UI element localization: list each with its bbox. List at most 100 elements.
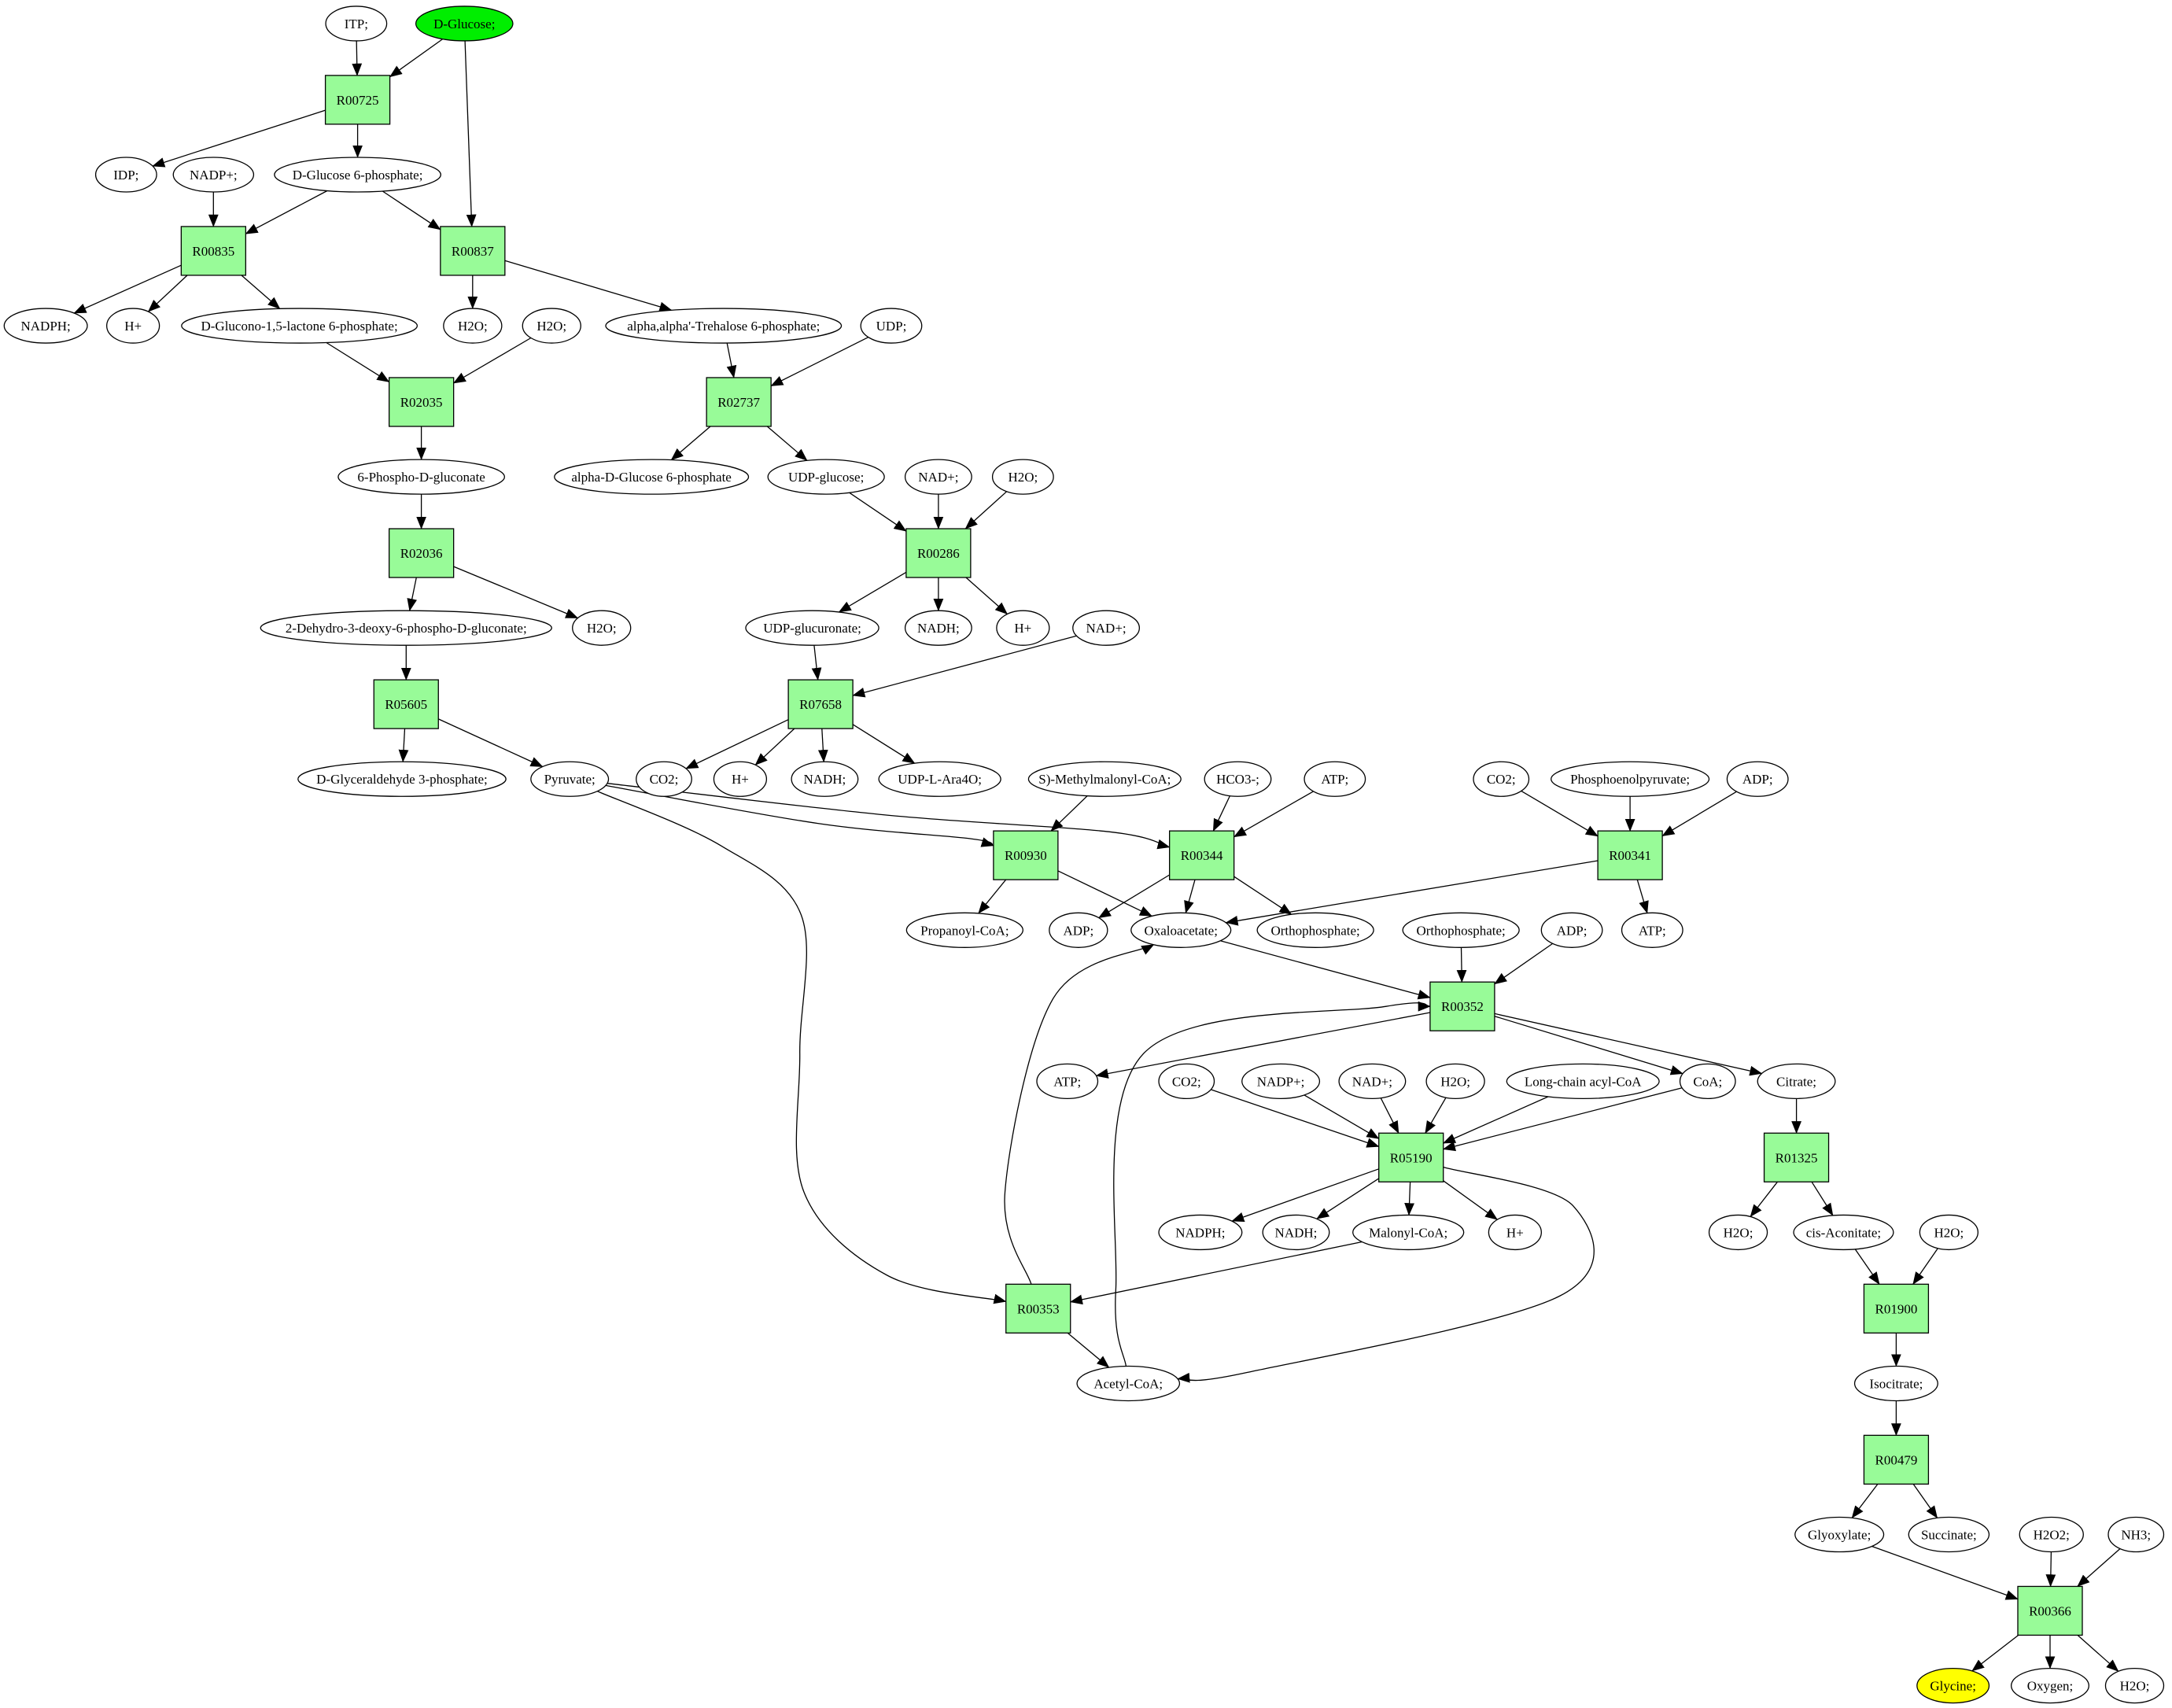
compound-node-oaa[interactable]: Oxaloacetate; xyxy=(1130,912,1232,948)
compound-node-smmcoa[interactable]: S)-Methylmalonyl-CoA; xyxy=(1027,761,1182,797)
compound-node-nh3[interactable]: NH3; xyxy=(2107,1516,2165,1553)
compound-node-cisacon[interactable]: cis-Aconitate; xyxy=(1793,1214,1894,1251)
reaction-node-r00344[interactable]: R00344 xyxy=(1169,830,1235,880)
compound-node-nadp2[interactable]: NADP+; xyxy=(1241,1063,1321,1100)
compound-node-h2o2[interactable]: H2O; xyxy=(522,308,581,344)
compound-node-pyruvate[interactable]: Pyruvate; xyxy=(530,761,610,797)
compound-node-udpara[interactable]: UDP-L-Ara4O; xyxy=(878,761,1001,797)
compound-node-atp2[interactable]: ATP; xyxy=(1621,912,1683,948)
compound-node-udp[interactable]: UDP; xyxy=(860,308,923,344)
reaction-node-r00835[interactable]: R00835 xyxy=(180,226,246,276)
compound-node-glyoxylate[interactable]: Glyoxylate; xyxy=(1794,1516,1885,1553)
compound-node-lactone[interactable]: D-Glucono-1,5-lactone 6-phosphate; xyxy=(181,308,419,344)
compound-node-adp3[interactable]: ADP; xyxy=(1540,912,1603,948)
compound-ellipse xyxy=(2011,1667,2089,1704)
reaction-node-r00837[interactable]: R00837 xyxy=(440,226,506,276)
compound-node-udpglucose[interactable]: UDP-glucose; xyxy=(767,459,885,495)
compound-node-hco3[interactable]: HCO3-; xyxy=(1204,761,1272,797)
reaction-node-r01900[interactable]: R01900 xyxy=(1863,1283,1930,1334)
compound-node-itp[interactable]: ITP; xyxy=(325,6,388,42)
compound-node-h2o1[interactable]: H2O; xyxy=(443,308,503,344)
compound-node-g6p[interactable]: D-Glucose 6-phosphate; xyxy=(274,157,441,193)
reaction-node-r00725[interactable]: R00725 xyxy=(324,75,391,125)
compound-node-glycine[interactable]: Glycine; xyxy=(1916,1667,1990,1704)
compound-node-nadh3[interactable]: NADH; xyxy=(1262,1214,1330,1251)
compound-node-adp2[interactable]: ADP; xyxy=(1049,912,1108,948)
reaction-node-r01325[interactable]: R01325 xyxy=(1763,1132,1830,1182)
compound-node-nadph2[interactable]: NADPH; xyxy=(1158,1214,1243,1251)
reaction-node-r00479[interactable]: R00479 xyxy=(1863,1434,1930,1485)
compound-ellipse xyxy=(1488,1214,1542,1251)
compound-label: ITP; xyxy=(345,17,368,31)
compound-node-kdpg[interactable]: 2-Dehydro-3-deoxy-6-phospho-D-gluconate; xyxy=(260,610,552,646)
compound-node-ag6p[interactable]: alpha-D-Glucose 6-phosphate xyxy=(554,459,750,495)
compound-node-nadh1[interactable]: NADH; xyxy=(904,610,972,646)
compound-node-acetylcoa[interactable]: Acetyl-CoA; xyxy=(1076,1365,1181,1402)
compound-node-idp[interactable]: IDP; xyxy=(94,157,157,193)
reaction-node-r00366[interactable]: R00366 xyxy=(2017,1585,2083,1636)
compound-node-co2c[interactable]: CO2; xyxy=(1158,1063,1215,1100)
edge-h2o2-to-r02035 xyxy=(452,337,532,384)
compound-node-h2o8[interactable]: H2O; xyxy=(2104,1667,2165,1704)
compound-ellipse xyxy=(878,761,1001,797)
compound-ellipse xyxy=(1338,1063,1407,1100)
compound-node-pi1[interactable]: Orthophosphate; xyxy=(1256,912,1374,948)
compound-ellipse xyxy=(94,157,157,193)
compound-node-nadp1[interactable]: NADP+; xyxy=(172,157,255,193)
reaction-node-r02035[interactable]: R02035 xyxy=(388,377,455,427)
compound-node-gap[interactable]: D-Glyceraldehyde 3-phosphate; xyxy=(297,761,507,797)
compound-node-udpglucuronate[interactable]: UDP-glucuronate; xyxy=(745,610,879,646)
reaction-node-r00930[interactable]: R00930 xyxy=(993,830,1059,880)
compound-node-h2o4[interactable]: H2O; xyxy=(572,610,632,646)
reaction-node-r00341[interactable]: R00341 xyxy=(1597,830,1663,880)
compound-node-atp3[interactable]: ATP; xyxy=(1036,1063,1099,1100)
compound-node-h2o5[interactable]: H2O; xyxy=(1425,1063,1485,1100)
compound-node-nadph1[interactable]: NADPH; xyxy=(3,308,88,344)
reaction-node-r00353[interactable]: R00353 xyxy=(1005,1283,1071,1334)
compound-node-propcoa[interactable]: Propanoyl-CoA; xyxy=(905,912,1024,948)
compound-node-succinate[interactable]: Succinate; xyxy=(1908,1516,1990,1553)
compound-node-h1[interactable]: H+ xyxy=(106,308,160,344)
compound-node-trehalose6p[interactable]: alpha,alpha'-Trehalose 6-phosphate; xyxy=(605,308,843,344)
reaction-node-r02036[interactable]: R02036 xyxy=(388,528,455,578)
compound-label: NADH; xyxy=(1275,1225,1318,1240)
edge-r05190-to-nadh3 xyxy=(1316,1178,1380,1219)
compound-ellipse xyxy=(905,912,1024,948)
compound-node-h2o7[interactable]: H2O; xyxy=(1919,1214,1979,1251)
compound-node-co2a[interactable]: CO2; xyxy=(636,761,692,797)
compound-ellipse xyxy=(572,610,632,646)
compound-node-h2o2b[interactable]: H2O2; xyxy=(2019,1516,2084,1553)
edge-r05190-to-acetylcoa xyxy=(1177,1166,1595,1383)
compound-node-malcoa[interactable]: Malonyl-CoA; xyxy=(1352,1214,1465,1251)
reaction-node-r02737[interactable]: R02737 xyxy=(706,377,772,427)
compound-node-atp1[interactable]: ATP; xyxy=(1304,761,1366,797)
compound-node-h2[interactable]: H+ xyxy=(996,610,1050,646)
compound-node-pi2[interactable]: Orthophosphate; xyxy=(1402,912,1520,948)
compound-ellipse xyxy=(3,308,88,344)
compound-node-coa[interactable]: CoA; xyxy=(1679,1063,1736,1100)
compound-node-isocitrate[interactable]: Isocitrate; xyxy=(1853,1365,1938,1402)
compound-ellipse xyxy=(1916,1667,1990,1704)
compound-node-lcacoa[interactable]: Long-chain acyl-CoA xyxy=(1506,1063,1660,1100)
compound-node-citrate[interactable]: Citrate; xyxy=(1757,1063,1836,1100)
reaction-node-r00286[interactable]: R00286 xyxy=(905,528,972,578)
compound-node-h2o6[interactable]: H2O; xyxy=(1708,1214,1768,1251)
compound-node-h3[interactable]: H+ xyxy=(713,761,768,797)
compound-node-nad3[interactable]: NAD+; xyxy=(1338,1063,1407,1100)
compound-node-oxygen[interactable]: Oxygen; xyxy=(2011,1667,2089,1704)
compound-node-pep[interactable]: Phosphoenolpyruvate; xyxy=(1551,761,1710,797)
reaction-node-r00352[interactable]: R00352 xyxy=(1429,981,1495,1031)
reaction-node-r07658[interactable]: R07658 xyxy=(787,679,854,729)
compound-node-h2o3[interactable]: H2O; xyxy=(991,459,1054,495)
compound-node-nad1[interactable]: NAD+; xyxy=(904,459,972,495)
compound-node-h4[interactable]: H+ xyxy=(1488,1214,1542,1251)
compound-node-dglucose[interactable]: D-Glucose; xyxy=(415,6,514,42)
compound-node-co2b[interactable]: CO2; xyxy=(1473,761,1530,797)
compound-node-nad2[interactable]: NAD+; xyxy=(1072,610,1141,646)
compound-node-pgluconate[interactable]: 6-Phospho-D-gluconate xyxy=(337,459,506,495)
compound-node-adp1[interactable]: ADP; xyxy=(1726,761,1789,797)
compound-ellipse xyxy=(1352,1214,1465,1251)
reaction-node-r05190[interactable]: R05190 xyxy=(1378,1132,1444,1182)
compound-node-nadh2[interactable]: NADH; xyxy=(791,761,859,797)
reaction-node-r05605[interactable]: R05605 xyxy=(373,679,439,729)
